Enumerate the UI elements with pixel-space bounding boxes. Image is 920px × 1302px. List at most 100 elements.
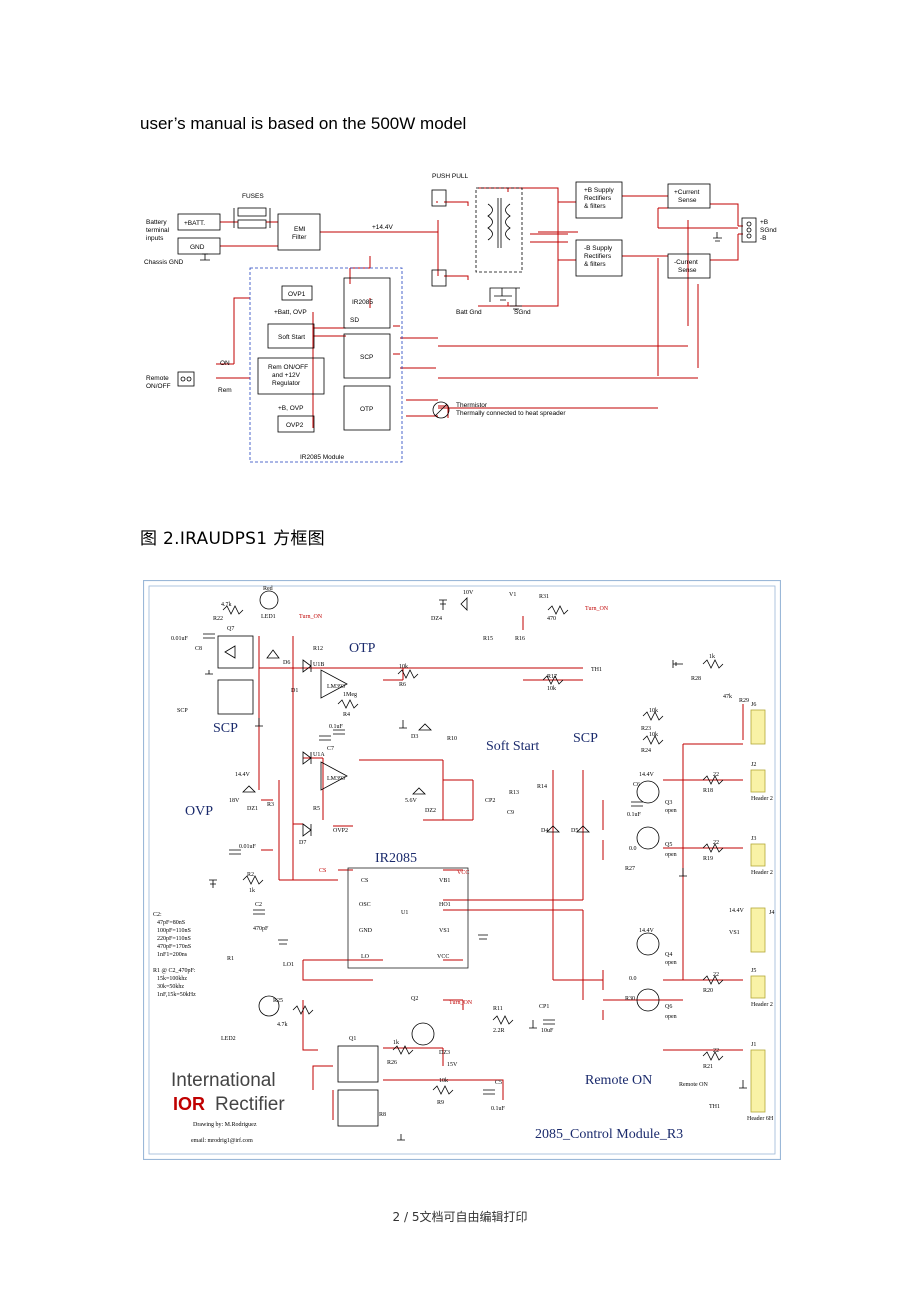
bd-b-ovp: +B, OVP xyxy=(278,405,303,412)
bd-pos-supply-2: Rectifiers xyxy=(584,195,612,202)
sc-j6: J6 xyxy=(751,702,756,708)
sc-c2-note-5: 1nF1=200ns xyxy=(157,952,188,958)
sc-v22-a: 22 xyxy=(713,772,719,778)
sc-c2-note-0: C2: xyxy=(153,912,162,918)
sc-pin-cs: CS xyxy=(361,878,368,884)
sc-th1: TH1 xyxy=(591,667,602,673)
sc-c2-note-1: 47pF=80nS xyxy=(157,920,185,926)
sc-u1b: U1B xyxy=(313,662,324,668)
sc-r10: R10 xyxy=(447,736,457,742)
sc-d4: D4 xyxy=(541,828,548,834)
sc-c5v: 0.1uF xyxy=(491,1106,506,1112)
sc-u1: U1 xyxy=(401,910,408,916)
sc-r18: R18 xyxy=(703,788,713,794)
sc-remote-on-small: Remote ON xyxy=(679,1082,708,1088)
sc-v47k: 47k xyxy=(723,694,732,700)
sc-r6: R6 xyxy=(399,682,406,688)
bd-ovp2: OVP2 xyxy=(286,422,304,429)
sc-header2-c: Header 2 xyxy=(751,1002,773,1008)
bd-out-sgnd: SGnd xyxy=(760,227,777,234)
sc-pin-vcc: VCC xyxy=(437,954,449,960)
sc-r9: R9 xyxy=(437,1100,444,1106)
sc-r22v: 4.7k xyxy=(221,602,232,608)
sc-lm393-b: LM393 xyxy=(327,776,345,782)
sc-j5: J5 xyxy=(751,968,756,974)
sc-c8v: 0.01uF xyxy=(171,636,189,642)
bd-rem-1: Rem ON/OFF xyxy=(268,364,308,371)
sc-r17v: 10k xyxy=(547,686,556,692)
sc-c2-note-3: 220pF=110nS xyxy=(157,936,191,942)
sc-r13: R13 xyxy=(509,790,519,796)
bd-fuses: FUSES xyxy=(242,193,264,200)
sc-otp: OTP xyxy=(349,641,376,656)
sc-turn-on-3: Turn_ON xyxy=(449,1000,473,1006)
sc-r21: R21 xyxy=(703,1064,713,1070)
sc-v144-j4: 14.4V xyxy=(729,908,745,914)
sc-c6: C6 xyxy=(633,782,640,788)
bd-batt-ovp: +Batt, OVP xyxy=(274,309,307,316)
sc-r1: R1 xyxy=(227,956,234,962)
sc-dz3v: 15V xyxy=(447,1062,458,1068)
sc-v00-b: 0.0 xyxy=(629,976,637,982)
sc-r1-note-3: 1nF,15k=50kHz xyxy=(157,992,196,998)
sc-pin-vb1: VB1 xyxy=(439,878,450,884)
sc-c2-note-2: 100pF=110nS xyxy=(157,928,191,934)
sc-r31v: 470 xyxy=(547,616,556,622)
logo-rectifier: Rectifier xyxy=(215,1094,285,1115)
sc-title: 2085_Control Module_R3 xyxy=(535,1127,683,1142)
sc-r20: R20 xyxy=(703,988,713,994)
sc-r16: R16 xyxy=(515,636,525,642)
sc-d3: D3 xyxy=(411,734,418,740)
bd-pos-supply-3: & filters xyxy=(584,203,606,210)
logo-international: International xyxy=(171,1070,276,1091)
bd-pos-sense-1: +Current xyxy=(674,189,700,196)
bd-rem: Rem xyxy=(218,387,232,394)
sc-v00-a: 0.0 xyxy=(629,846,637,852)
sc-open-d: open xyxy=(665,1014,677,1020)
sc-header6: Header 6H xyxy=(747,1116,774,1122)
sc-r31: R31 xyxy=(539,594,549,600)
sc-q1: Q1 xyxy=(349,1036,356,1042)
bd-battery-1: Battery xyxy=(146,219,167,226)
bd-emi-2: Filter xyxy=(292,234,307,241)
sc-v10: 10V xyxy=(463,590,474,596)
sc-r1-note-0: R1 @ C2_470pF: xyxy=(153,968,196,974)
bd-thermistor-1: Thermistor xyxy=(456,402,488,409)
page-footer: 2 / 5文档可自由编辑打印 xyxy=(392,1210,528,1224)
sc-r27: R27 xyxy=(625,866,635,872)
bd-battery-3: inputs xyxy=(146,235,164,242)
sc-v1k: 1k xyxy=(709,654,715,660)
sc-r14: R14 xyxy=(537,784,547,790)
sc-j2: J2 xyxy=(751,762,756,768)
bd-battery-2: terminal xyxy=(146,227,170,234)
bd-neg-supply-2: Rectifiers xyxy=(584,253,612,260)
bd-ir2085: IR2085 xyxy=(352,299,373,306)
sc-lo1: LO1 xyxy=(283,962,294,968)
sc-v22-b: 22 xyxy=(713,840,719,846)
bd-sgnd: SGnd xyxy=(514,309,531,316)
sc-q4: Q4 xyxy=(665,952,672,958)
bd-remote-2: ON/OFF xyxy=(146,383,171,390)
bd-pos-sense-2: Sense xyxy=(678,197,697,204)
sc-pin-ho1: HO1 xyxy=(439,902,451,908)
sc-j4: J4 xyxy=(769,910,774,916)
bd-chassis-gnd: Chassis GND xyxy=(144,259,184,266)
sc-r25: R25 xyxy=(273,998,283,1004)
sc-r28: R28 xyxy=(691,676,701,682)
sc-v10k-a: 10k xyxy=(649,708,658,714)
sc-ovp2: OVP2 xyxy=(333,828,348,834)
sc-ovp: OVP xyxy=(185,804,213,819)
bd-emi-1: EMI xyxy=(294,226,306,233)
bd-out-nb: -B xyxy=(760,235,767,242)
bd-otp: OTP xyxy=(360,406,373,413)
sc-c2: C2 xyxy=(255,902,262,908)
sc-v1: V1 xyxy=(509,592,516,598)
bd-scp: SCP xyxy=(360,354,373,361)
sc-r11: R11 xyxy=(493,1006,503,1012)
sc-r24: R24 xyxy=(641,748,651,754)
sc-remote-on: Remote ON xyxy=(585,1073,652,1088)
sc-c8: C8 xyxy=(195,646,202,652)
sc-dz3: DZ3 xyxy=(439,1050,450,1056)
sc-r30: R30 xyxy=(625,996,635,1002)
sc-r19: R19 xyxy=(703,856,713,862)
